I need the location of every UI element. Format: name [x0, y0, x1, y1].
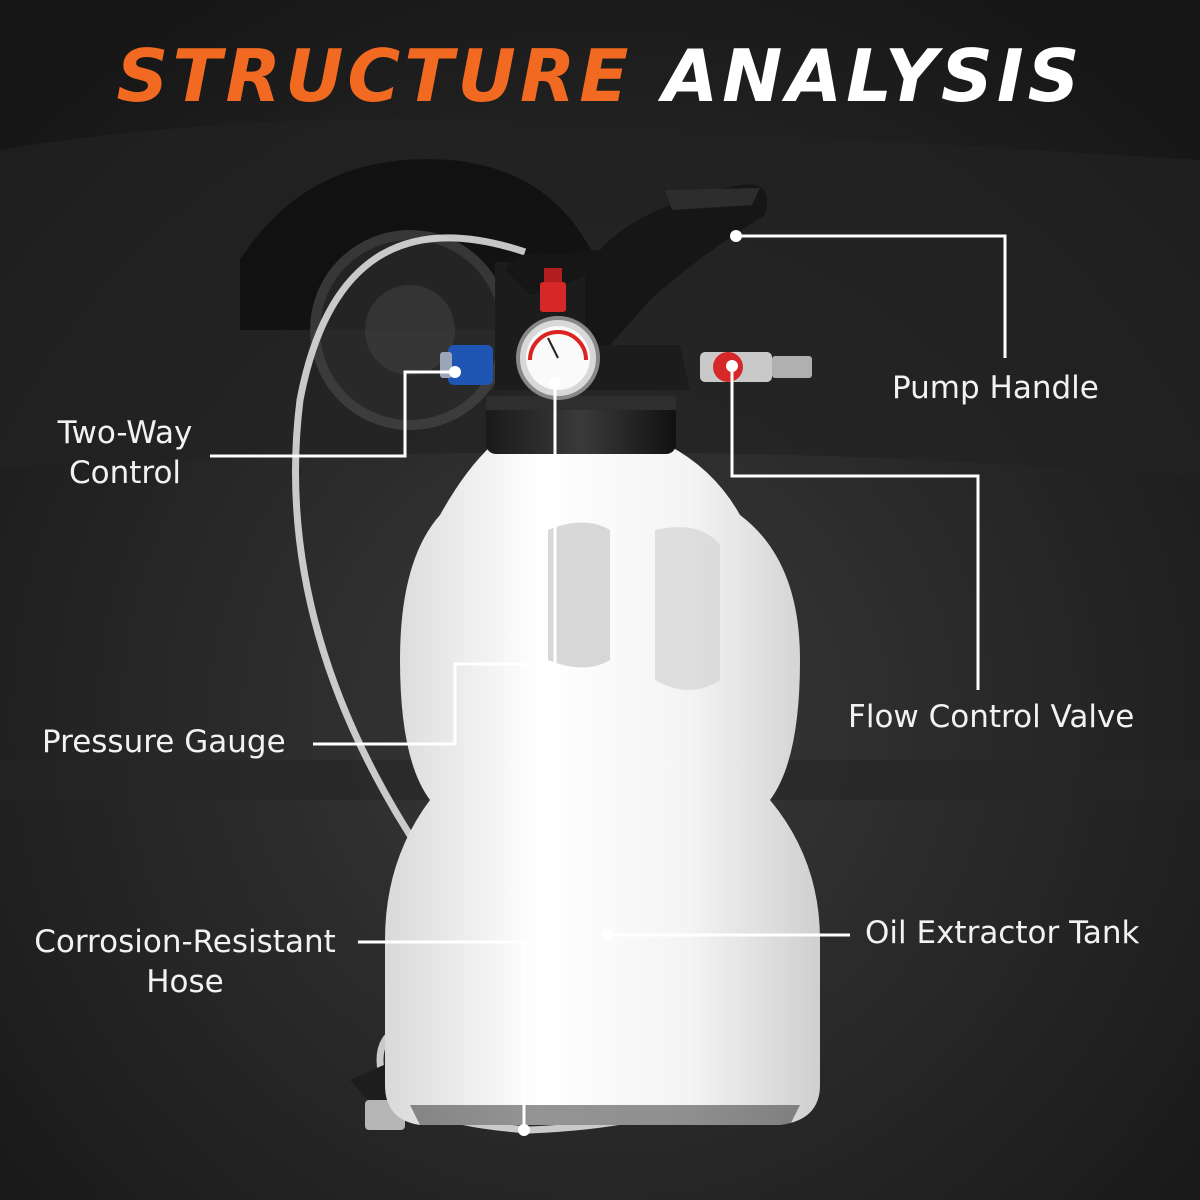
- label-corrosion-resistant-hose: Corrosion-Resistant Hose: [20, 922, 350, 1002]
- oil-extractor-tank-dot: [602, 929, 614, 941]
- label-pressure-gauge: Pressure Gauge: [42, 724, 286, 760]
- label-hose-line1: Corrosion-Resistant: [34, 924, 336, 960]
- flow-control-valve-dot: [726, 360, 738, 372]
- label-pump-handle: Pump Handle: [892, 370, 1099, 406]
- pressure-gauge-dot: [549, 377, 561, 389]
- label-two-way-control: Two-Way Control: [40, 413, 210, 493]
- cap-rim: [486, 396, 676, 410]
- hose-dot: [518, 1124, 530, 1136]
- tank-cap: [486, 396, 676, 454]
- two-way-control: [448, 345, 493, 385]
- pump-handle: [505, 184, 768, 345]
- label-oil-extractor-tank: Oil Extractor Tank: [865, 915, 1140, 951]
- label-two-way-control-line2: Control: [68, 455, 182, 491]
- callout-lines: [210, 234, 1007, 1130]
- hose-line: [358, 940, 526, 1130]
- label-hose-line2: Hose: [146, 964, 224, 1000]
- relief-valve-cap: [544, 268, 562, 282]
- label-flow-control-valve: Flow Control Valve: [848, 699, 1135, 735]
- callout-dots: [449, 230, 742, 1136]
- pump-handle-grip: [665, 188, 760, 210]
- quick-coupler: [772, 356, 812, 378]
- tank-grip-recess: [655, 527, 720, 690]
- wheel-hub: [365, 285, 455, 375]
- relief-valve: [540, 282, 566, 312]
- tank-grip-recess: [548, 522, 610, 668]
- title-part1: STRUCTURE: [116, 34, 633, 118]
- flow-control-valve-line: [730, 366, 980, 690]
- pump-handle-dot: [730, 230, 742, 242]
- pressure-gauge-line: [313, 383, 557, 746]
- gauge-scale: [528, 330, 588, 361]
- title-part2: ANALYSIS: [662, 34, 1084, 118]
- tank-base: [410, 1105, 800, 1125]
- two-way-control-line: [210, 370, 455, 458]
- label-two-way-control-line1: Two-Way: [57, 415, 193, 451]
- gauge-needle: [547, 337, 559, 359]
- pump-handle-line: [736, 234, 1007, 358]
- two-way-control-dot: [449, 366, 461, 378]
